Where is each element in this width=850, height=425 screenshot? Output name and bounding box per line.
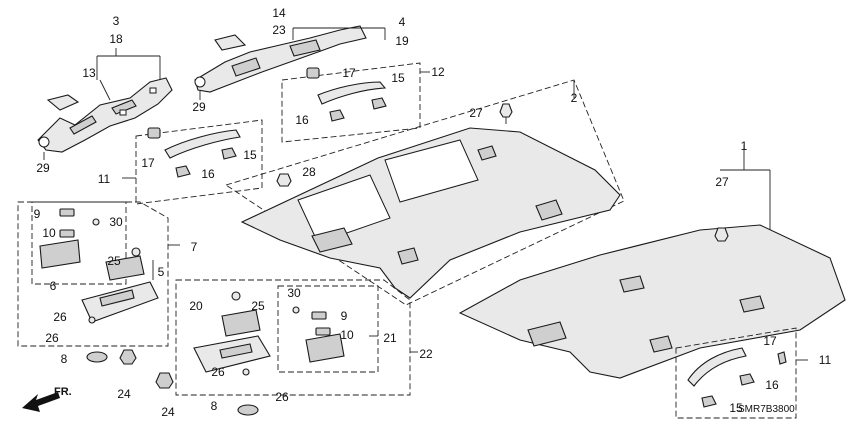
label-26a: 26 <box>53 310 67 324</box>
label-16c: 16 <box>765 378 779 392</box>
front-arrow-icon <box>22 392 60 412</box>
label-29a: 29 <box>36 161 50 175</box>
label-24b: 24 <box>161 405 175 419</box>
label-26b: 26 <box>45 331 59 345</box>
headliner-plain <box>458 224 846 379</box>
label-17c: 17 <box>763 334 777 348</box>
label-2: 2 <box>571 91 578 105</box>
label-15c: 15 <box>729 401 743 415</box>
label-10a: 10 <box>42 226 56 240</box>
label-22: 22 <box>419 347 433 361</box>
label-27b: 27 <box>715 175 729 189</box>
label-25b: 25 <box>251 299 265 313</box>
label-27a: 27 <box>469 106 483 120</box>
label-16a: 16 <box>295 113 309 127</box>
label-25a: 25 <box>107 254 121 268</box>
vanity-mirror-6 <box>39 208 100 269</box>
label-21: 21 <box>383 331 397 345</box>
headliner-sunroof <box>240 127 621 299</box>
grab-handle-top <box>306 67 387 122</box>
label-30a: 30 <box>109 215 123 229</box>
label-9b: 9 <box>341 309 348 323</box>
label-11b: 11 <box>819 353 832 367</box>
clip-24-lower <box>155 372 174 389</box>
label-12: 12 <box>431 65 445 79</box>
label-30b: 30 <box>287 286 301 300</box>
diagram-code: SMR7B3800 <box>738 404 795 415</box>
label-5: 5 <box>158 265 165 279</box>
label-29b: 29 <box>192 100 206 114</box>
label-20: 20 <box>189 299 203 313</box>
label-23: 23 <box>272 23 286 37</box>
label-14: 14 <box>272 6 286 20</box>
label-1: 1 <box>741 139 748 153</box>
grab-handle-left <box>147 127 241 178</box>
label-3: 3 <box>113 14 120 28</box>
label-8b: 8 <box>211 399 218 413</box>
harness-upper <box>194 25 367 93</box>
harness-left <box>37 77 173 153</box>
grab-handle-right <box>687 347 787 408</box>
clip-27-top <box>499 103 513 124</box>
label-15b: 15 <box>243 148 257 162</box>
label-9a: 9 <box>34 207 41 221</box>
label-8a: 8 <box>61 352 68 366</box>
label-7: 7 <box>191 240 198 254</box>
label-11a: 11 <box>98 172 111 186</box>
label-17a: 17 <box>342 66 356 80</box>
label-18: 18 <box>109 32 123 46</box>
label-26c: 26 <box>211 365 225 379</box>
label-15a: 15 <box>391 71 405 85</box>
label-10b: 10 <box>340 328 354 342</box>
label-26d: 26 <box>275 390 289 404</box>
label-6: 6 <box>50 279 57 293</box>
label-28: 28 <box>302 165 316 179</box>
label-4: 4 <box>399 15 406 29</box>
clip-27-right <box>714 227 729 242</box>
sunvisor-middle <box>193 291 271 416</box>
clip-28 <box>276 173 292 187</box>
label-13: 13 <box>82 66 96 80</box>
sunvisor-left <box>81 247 159 365</box>
label-17b: 17 <box>141 156 155 170</box>
label-16b: 16 <box>201 167 215 181</box>
front-indicator: FR. <box>54 386 72 398</box>
label-19: 19 <box>395 34 409 48</box>
label-24a: 24 <box>117 387 131 401</box>
vanity-mirror-21 <box>292 306 345 363</box>
